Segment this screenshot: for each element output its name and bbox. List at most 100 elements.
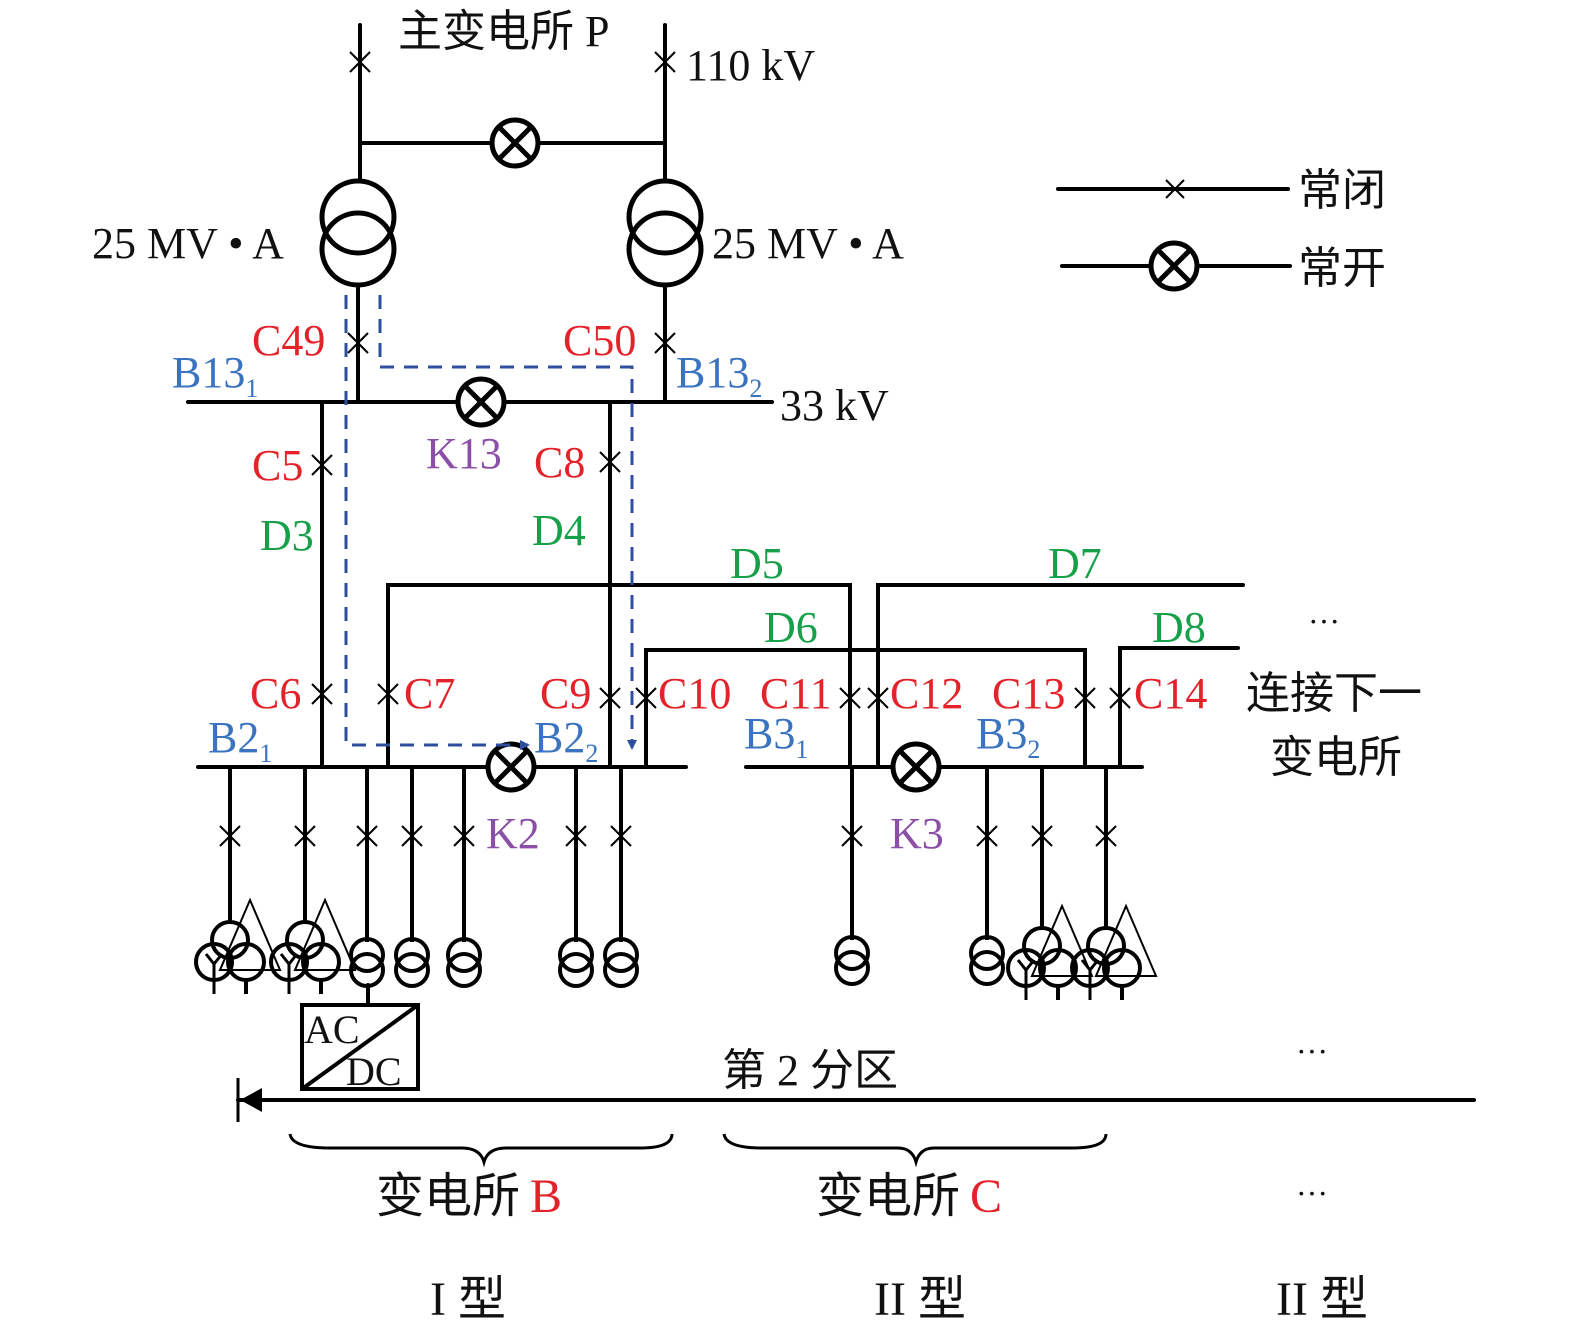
breaker-label-c8: C8 xyxy=(534,438,585,487)
closed-breaker-icon xyxy=(311,683,333,705)
two-winding-transformer-icon xyxy=(603,952,639,988)
delta-symbol-icon xyxy=(218,897,282,971)
open-switch-icon xyxy=(1148,240,1200,292)
substation-b-buses: B21 B22 K2 xyxy=(196,713,688,858)
line-label-d5: D5 xyxy=(730,539,784,588)
breaker-label-c9: C9 xyxy=(540,669,591,718)
flow-path-right xyxy=(378,295,637,750)
converter-dc-label: DC xyxy=(346,1049,402,1094)
closed-breaker-icon xyxy=(1165,179,1185,199)
tie-switch-label-k13: K13 xyxy=(426,429,502,478)
closed-breaker-icon xyxy=(347,332,369,354)
transformer-left-rating: 25 MV • A xyxy=(92,219,284,268)
bus-label-b3-1: B31 xyxy=(744,709,808,764)
legend-open-label: 常开 xyxy=(1298,244,1386,293)
two-winding-transformer-icon xyxy=(834,935,870,971)
ac-dc-converter: AC DC xyxy=(300,983,420,1094)
transformer-right-icon xyxy=(626,178,704,288)
breaker-label-c12: C12 xyxy=(890,669,963,718)
ellipsis-partition: ··· xyxy=(1296,1033,1328,1069)
bus-label-b2-2: B22 xyxy=(534,713,598,768)
breaker-label-c13: C13 xyxy=(992,669,1065,718)
bus-label-b13-1: B131 xyxy=(172,348,258,403)
line-label-d6: D6 xyxy=(764,603,818,652)
delta-symbol-icon xyxy=(1030,903,1094,977)
legend-closed-label: 常闭 xyxy=(1298,166,1386,215)
voltage-110kv-label: 110 kV xyxy=(686,41,815,90)
two-winding-transformer-icon xyxy=(969,935,1005,971)
line-label-d8: D8 xyxy=(1152,603,1206,652)
closed-breaker-icon xyxy=(377,683,399,705)
main-substation: 主变电所 P 110 kV 25 MV • A 25 MV • A C xyxy=(92,7,904,404)
bus-breakers xyxy=(311,683,1131,709)
open-switch-icon xyxy=(485,741,537,793)
bus-label-b2-1: B21 xyxy=(208,713,272,768)
next-substation-label-line2: 变电所 xyxy=(1270,733,1402,782)
line-label-d7: D7 xyxy=(1048,539,1102,588)
breaker-label-c6: C6 xyxy=(250,669,301,718)
closed-breaker-icon xyxy=(635,687,657,709)
bus-b13: B131 B132 33 kV K13 xyxy=(172,348,889,478)
type-label-b: I 型 xyxy=(430,1273,506,1326)
type-label-c: II 型 xyxy=(874,1273,966,1326)
line-d6 xyxy=(644,648,1087,769)
wye-symbol-icon xyxy=(204,953,224,994)
two-winding-transformer-icon xyxy=(558,952,594,988)
two-winding-transformer-icon xyxy=(394,937,430,973)
wye-symbol-icon xyxy=(1016,959,1036,1000)
two-winding-transformer-icon xyxy=(558,937,594,973)
tie-switch-label-k2: K2 xyxy=(486,809,540,858)
bus-label-b13-2: B132 xyxy=(676,348,762,403)
tie-switch-label-k3: K3 xyxy=(890,809,944,858)
brace-substation-c xyxy=(722,1133,1108,1168)
closed-breaker-icon xyxy=(654,51,676,73)
power-flow-path xyxy=(344,295,637,750)
delta-symbol-icon xyxy=(293,897,357,971)
open-switch-icon xyxy=(489,117,541,169)
main-substation-title: 主变电所 P xyxy=(398,7,609,56)
line-label-d3: D3 xyxy=(260,511,314,560)
closed-breaker-icon xyxy=(1109,687,1131,709)
partition-label: 第 2 分区 xyxy=(722,1046,898,1095)
ellipsis-substation: ··· xyxy=(1296,1175,1328,1211)
two-winding-transformer-icon xyxy=(834,950,870,986)
breaker-label-c5: C5 xyxy=(252,441,303,490)
closed-breaker-icon xyxy=(599,687,621,709)
two-winding-transformer-icon xyxy=(446,937,482,973)
closed-breaker-icon xyxy=(349,51,371,73)
ellipsis-upper: ··· xyxy=(1308,603,1340,639)
next-substation-label-line1: 连接下一 xyxy=(1246,669,1422,718)
voltage-33kv-label: 33 kV xyxy=(780,381,889,430)
line-d8 xyxy=(1118,646,1240,769)
two-winding-transformer-icon xyxy=(349,937,385,973)
breaker-label-c49: C49 xyxy=(252,316,325,365)
type-label-next: II 型 xyxy=(1276,1273,1368,1326)
converter-diagonal xyxy=(300,1003,420,1091)
breaker-label-c50: C50 xyxy=(563,316,636,365)
breaker-label-c11: C11 xyxy=(760,669,832,718)
closed-breaker-icon xyxy=(654,332,676,354)
transformer-right-rating: 25 MV • A xyxy=(712,219,904,268)
closed-breaker-icon xyxy=(599,451,621,473)
converter-ac-label: AC xyxy=(304,1007,360,1052)
open-switch-icon xyxy=(455,376,507,428)
wye-symbol-icon xyxy=(1080,959,1100,1000)
two-winding-transformer-icon xyxy=(394,952,430,988)
substation-c-buses: B31 B32 K3 xyxy=(744,709,1144,858)
closed-breaker-icon xyxy=(311,454,333,476)
bus-label-b3-2: B32 xyxy=(976,709,1040,764)
two-winding-transformer-icon xyxy=(969,950,1005,986)
flow-path-left xyxy=(344,295,530,750)
transformer-left-icon xyxy=(319,178,397,288)
closed-breaker-icon xyxy=(839,687,861,709)
feeders-d5-d8: D5 D6 D7 D8 ··· xyxy=(386,539,1340,769)
brace-substation-b xyxy=(288,1133,674,1168)
breaker-label-c14: C14 xyxy=(1134,669,1207,718)
line-d7 xyxy=(876,583,1245,769)
line-label-d4: D4 xyxy=(532,506,586,555)
two-winding-transformer-icon xyxy=(446,952,482,988)
